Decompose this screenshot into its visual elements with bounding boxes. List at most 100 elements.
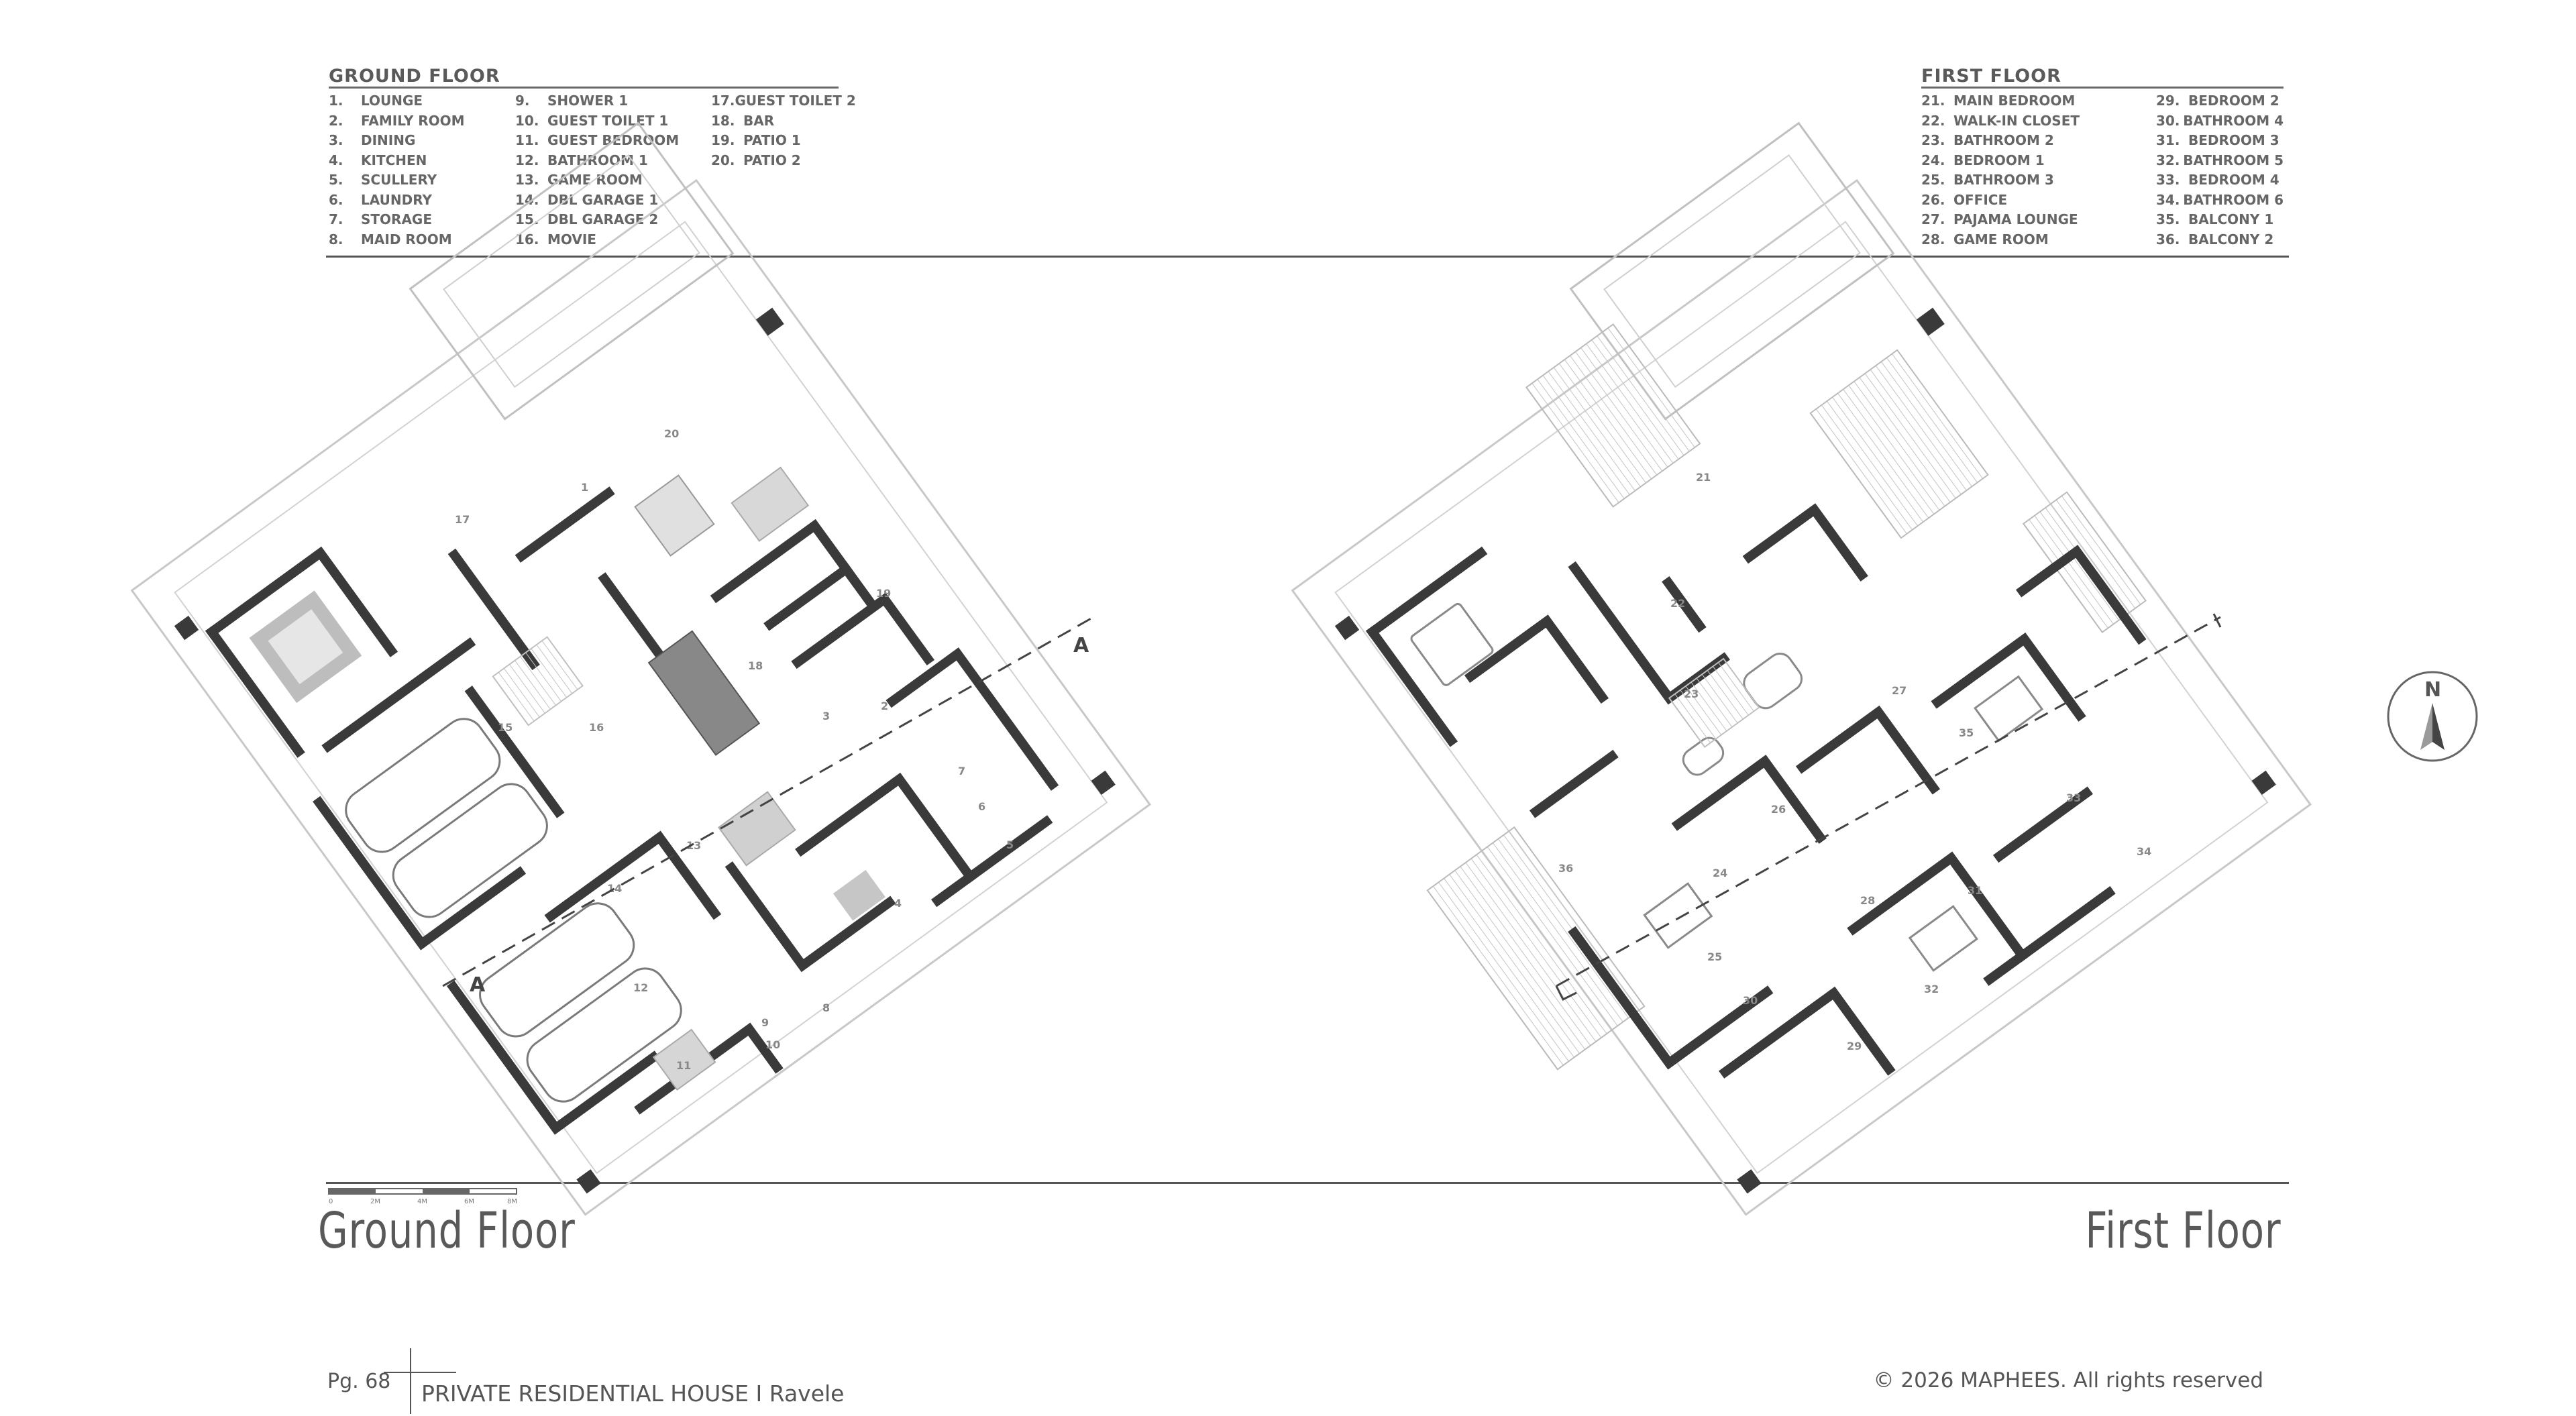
legend-item-label: MAID ROOM [361,231,452,248]
room-label: 16 [589,721,604,734]
room-label: 27 [1892,684,1907,697]
legend-item-label: BEDROOM 4 [2188,172,2279,188]
legend-item-label: GUEST TOILET 1 [547,112,669,129]
legend-item-label: BAR [743,112,775,129]
legend-item-label: BEDROOM 2 [2188,93,2279,109]
legend-item-label: MAIN BEDROOM [1953,93,2076,109]
legend-item: 23.BATHROOM 2 [1921,131,2156,151]
first-floor-plan [1291,121,2312,1216]
room-label: 35 [1959,726,1974,739]
scale-tick: 2M [370,1198,380,1205]
legend-item-number: 19. [711,132,735,148]
legend-item-number: 33. [2156,172,2180,188]
legend-item: 28.GAME ROOM [1921,230,2156,250]
legend-item-number: 26. [1921,191,1945,208]
legend-item: 29. BEDROOM 2 [2156,91,2284,111]
legend-item: 18. BAR [711,111,839,131]
first-section-line [1555,613,2222,1001]
header-divider [326,256,2289,258]
legend-item-number: 15. [515,211,539,227]
room-label: 3 [822,710,830,722]
room-label: 25 [1707,950,1722,963]
legend-item: 2.FAMILY ROOM [329,111,515,131]
legend-item-number: 18. [711,112,735,129]
legend-item-number: 3. [329,132,343,148]
legend-item: 32.BATHROOM 5 [2156,151,2284,171]
legend-rule [329,87,839,89]
legend-item-label: MOVIE [547,231,596,248]
legend-item-label: BEDROOM 3 [2188,132,2279,148]
room-label: 24 [1713,867,1727,879]
room-label: 13 [686,839,701,852]
legend-item: 12.BATHROOM 1 [515,151,711,171]
project-name: PRIVATE RESIDENTIAL HOUSE I Ravele [421,1380,845,1407]
scale-tick: 8M [507,1198,517,1205]
room-label: 23 [1684,688,1699,700]
legend-item: 11.GUEST BEDROOM [515,131,711,151]
legend-item: 33. BEDROOM 4 [2156,170,2284,190]
legend-item-number: 20. [711,152,735,168]
legend-item-number: 21. [1921,93,1945,109]
room-label: 36 [1558,862,1573,875]
room-label: 19 [876,587,891,600]
legend-item: 8.MAID ROOM [329,230,515,250]
legend-item: 20.PATIO 2 [711,151,839,171]
legend-item-label: GAME ROOM [1953,231,2049,248]
legend-item-number: 10. [515,112,539,129]
legend-item-label: SCULLERY [361,172,437,188]
room-label: 1 [581,481,588,494]
room-label: 30 [1743,994,1758,1007]
legend-item-number: 35. [2156,211,2180,227]
legend-item: 19. PATIO 1 [711,131,839,151]
room-label: 4 [894,897,902,910]
compass-label: N [2424,678,2441,702]
legend-item: 4.KITCHEN [329,151,515,171]
legend-item: 30.BATHROOM 4 [2156,111,2284,131]
legend-item-label: BALCONY 2 [2188,231,2274,248]
legend-item-label: BATHROOM 6 [2183,191,2284,208]
room-label: 11 [676,1059,691,1072]
legend-item-label: BATHROOM 2 [1953,132,2054,148]
first-floor-legend: FIRST FLOOR 21. MAIN BEDROOM 22.WALK-IN CL… [1921,66,2284,250]
room-label: 20 [664,427,679,440]
legend-item-label: BEDROOM 1 [1953,152,2045,168]
legend-title: FIRST FLOOR [1921,66,2061,87]
legend-item: 24.BEDROOM 1 [1921,151,2156,171]
legend-item-label: OFFICE [1953,191,2008,208]
legend-item: 1.LOUNGE [329,91,515,111]
legend-item-label: PAJAMA LOUNGE [1953,211,2078,227]
room-label: 15 [498,721,513,734]
room-label: 17 [455,513,470,526]
legend-item-label: BATHROOM 5 [2183,152,2284,168]
room-label: 5 [1006,838,1014,851]
scale-bar: 0 2M 4M 6M 8M [328,1188,517,1205]
legend-item: 26. OFFICE [1921,190,2156,211]
legend-item-number: 31. [2156,132,2180,148]
room-label: 18 [748,659,763,672]
section-marker: A [1073,634,1089,657]
room-label: 29 [1847,1040,1862,1052]
room-label: 21 [1696,471,1711,484]
legend-item-number: 22. [1921,112,1945,129]
legend-item-number: 29. [2156,93,2180,109]
legend-item: 9.SHOWER 1 [515,91,711,111]
legend-item-label: DBL GARAGE 2 [547,211,659,227]
legend-item: 6.LAUNDRY [329,190,515,211]
legend-item: 35.BALCONY 1 [2156,210,2284,230]
legend-item-label: PATIO 1 [743,132,801,148]
legend-item: 22.WALK-IN CLOSET [1921,111,2156,131]
legend-item-number: 11. [515,132,539,148]
legend-item-number: 13. [515,172,539,188]
room-label: 33 [2066,792,2081,804]
legend-item-number: 32. [2156,152,2180,168]
legend-item: 34.BATHROOM 6 [2156,190,2284,211]
legend-item-label: LOUNGE [361,93,423,109]
room-label: 7 [958,765,965,777]
legend-item-label: BATHROOM 4 [2183,112,2284,129]
